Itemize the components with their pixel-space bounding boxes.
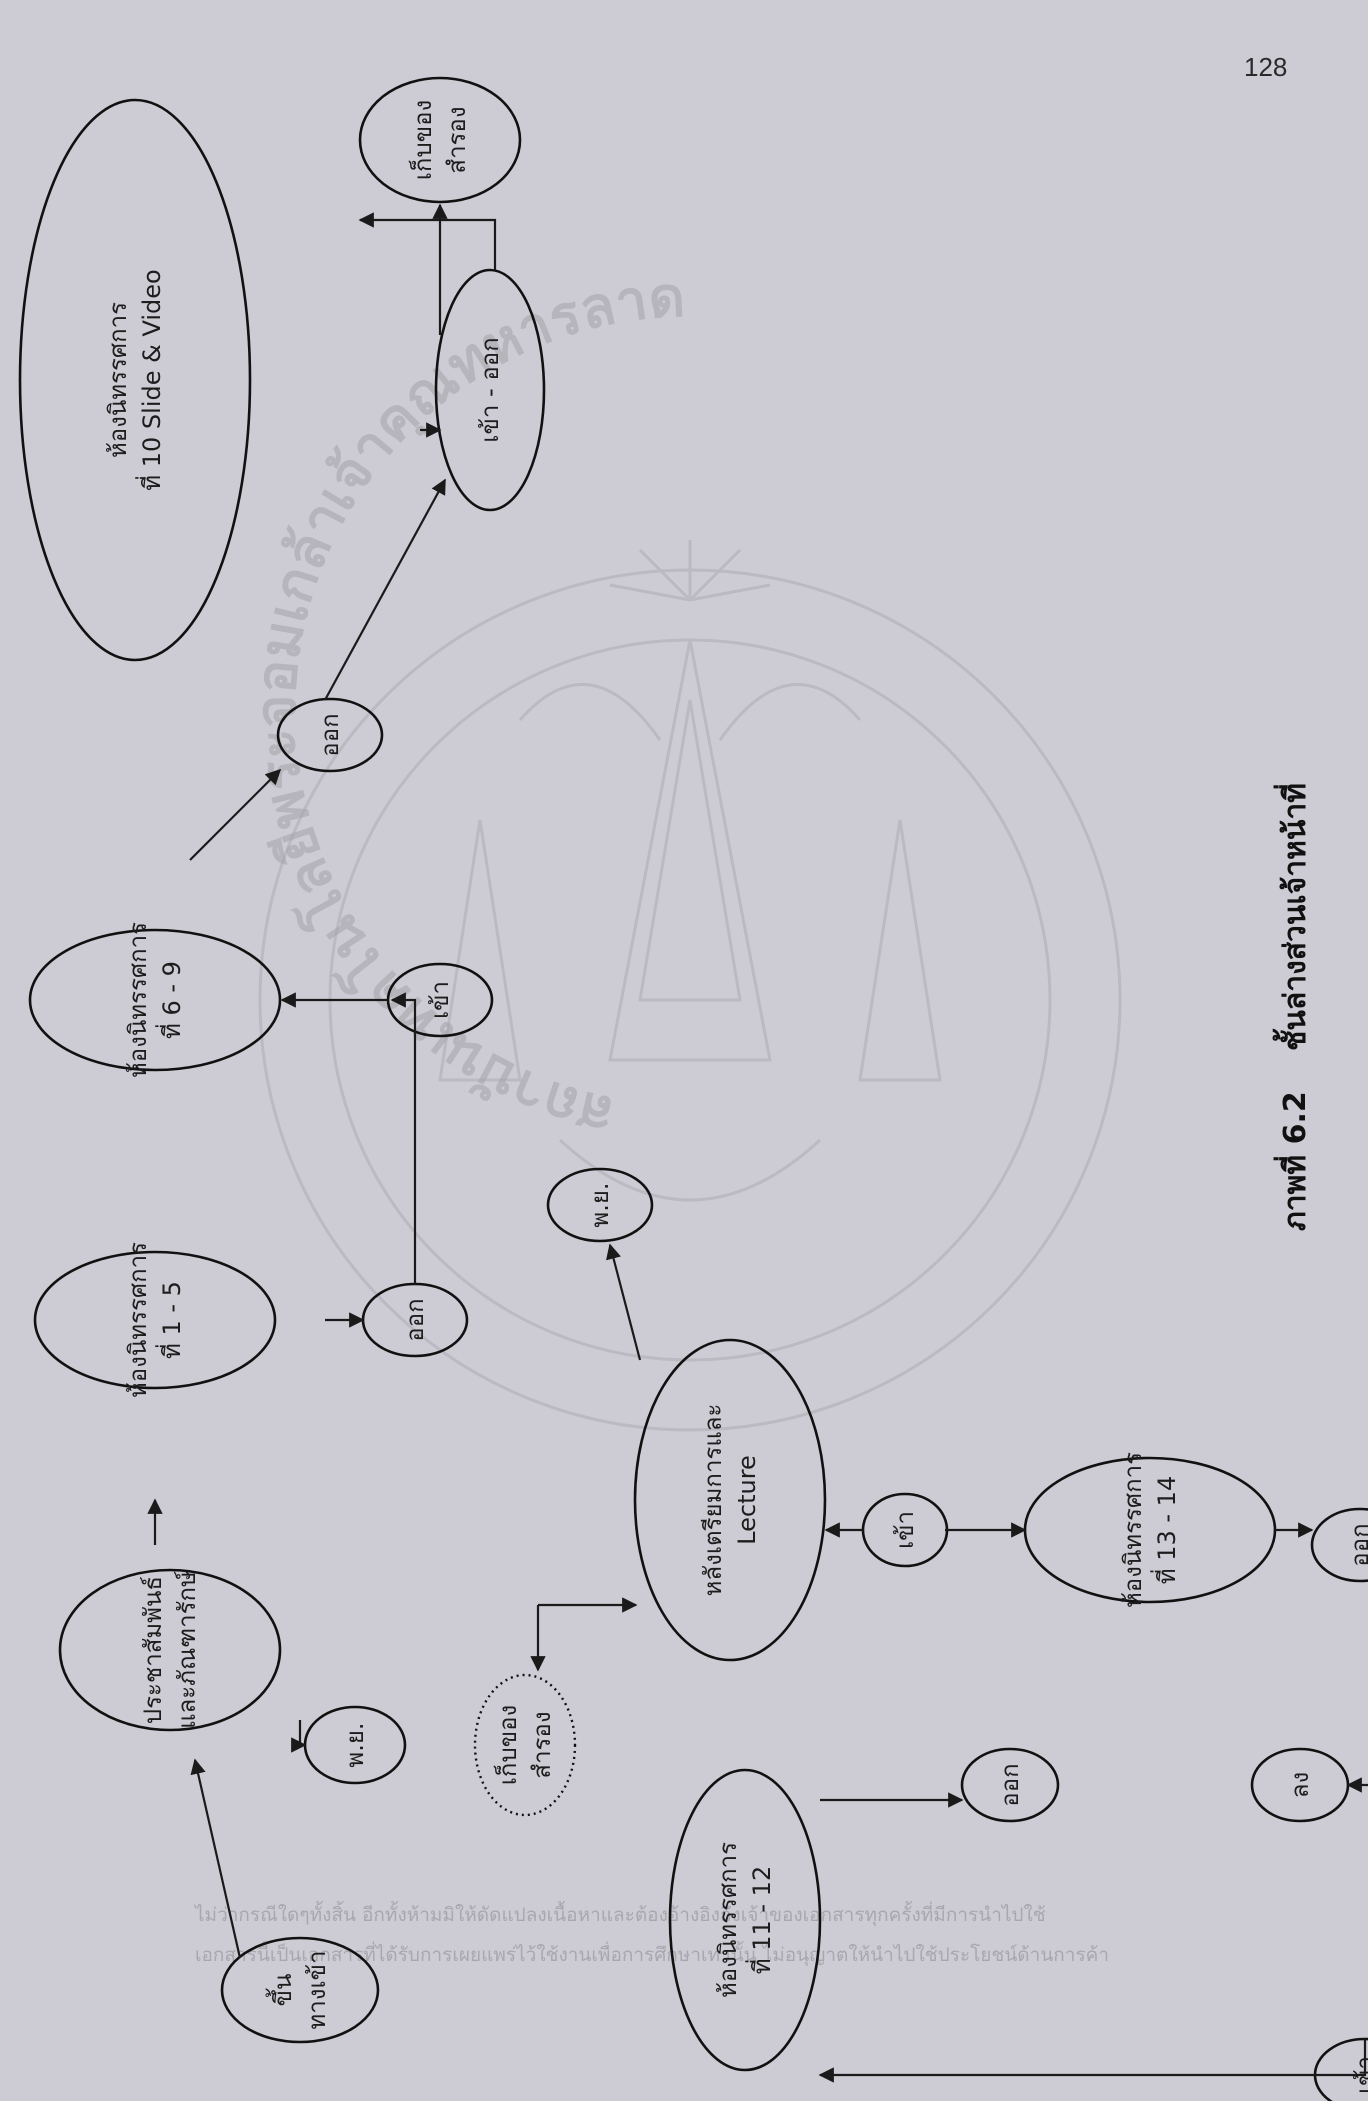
node-label-pr-museum-1: และภัณฑารักษ์ [173,1571,201,1729]
edge-gallery-6-9-to-exit-2 [189,768,282,861]
node-gallery-13-14: ห้องนิทรรศการที่ 13 - 14 [1023,1452,1277,1608]
node-label-gallery-6-9-0: ห้องนิทรรศการ [124,922,152,1078]
node-exit-4: ออก [960,1747,1060,1823]
edge-up-entrance-to-pr [190,1758,242,1959]
node-guard-2: พ.ย. [546,1167,654,1243]
node-shape-gallery-11-12 [668,1768,822,2072]
node-shape-gallery-6-9 [28,928,282,1072]
seal-text: สถาบันเทคโนโลยีพระจอมเกล้าเจ้าคุณทหารลาด… [0,265,687,2101]
edge-exit-1-to-enter-1 [390,992,417,1284]
node-shape-gallery-10 [18,98,252,662]
node-exit-2: ออก [276,697,384,773]
node-label-exit-3-0: ออก [1346,1523,1368,1566]
node-label-gallery-13-14-1: ที่ 13 - 14 [1150,1476,1181,1584]
node-enter-1: เข้า [386,962,494,1038]
node-label-storage-1-1: สำรอง [443,106,471,173]
node-shape-pr-museum [58,1568,282,1732]
node-gallery-10: ห้องนิทรรศการที่ 10 Slide & Video [18,98,252,662]
node-label-enter-2-0: เข้า [891,1511,919,1549]
node-shape-exit-2 [276,697,384,773]
node-label-exit-4-0: ออก [996,1763,1024,1806]
node-in-out: เข้า - ออก [434,268,546,512]
node-shape-guard-2 [546,1167,654,1243]
node-enter-2: เข้า [861,1492,949,1568]
node-label-gallery-10-0: ห้องนิทรรศการ [104,302,132,458]
node-label-gallery-11-12-0: ห้องนิทรรศการ [714,1842,742,1998]
node-up-entrance: ขึ้นทางเข้า [220,1936,380,2044]
node-exit-1: ออก [361,1282,469,1358]
node-label-in-out-0: เข้า - ออก [476,337,504,442]
node-label-up-entrance-0: ขึ้น [265,1974,297,2007]
edge-pr-to-guard-1 [291,1720,307,1753]
sun-rays-icon [609,540,771,602]
node-label-pr-museum-0: ประชาสัมพันธ์ [139,1576,167,1724]
node-storage-1: เก็บของสำรอง [358,76,522,204]
node-enter-3: เข้า [1313,2037,1368,2101]
node-gallery-11-12: ห้องนิทรรศการที่ 11 - 12 [668,1768,822,2072]
node-label-gallery-6-9-1: ที่ 6 - 9 [155,961,186,1039]
watermark-line-2: ไม่ว่ากรณีใดๆทั้งสิ้น อีกทั้งห้ามมิให้ดั… [193,1901,1046,1927]
node-label-gallery-1-5-0: ห้องนิทรรศการ [124,1242,152,1398]
node-guard-1: พ.ย. [303,1705,407,1785]
node-shape-storage-1 [358,76,522,204]
node-shape-exit-3 [1310,1507,1368,1583]
node-label-storage-2-1: สำรอง [528,1711,556,1778]
node-shape-gallery-13-14 [1023,1456,1277,1604]
edge-prep-to-guard-2 [606,1243,642,1361]
node-label-down-0: ลง [1286,1772,1314,1798]
node-label-prep-lecture-1: Lecture [733,1455,761,1545]
node-exit-3: ออก [1310,1507,1368,1583]
edge-exit-2-to-in-out [324,478,446,701]
node-storage-2: เก็บของสำรอง [473,1673,577,1817]
node-label-gallery-13-14-0: ห้องนิทรรศการ [1119,1452,1147,1608]
node-shape-up-entrance [220,1936,380,2044]
node-down: ลง [1250,1747,1350,1823]
node-label-exit-1-0: ออก [401,1298,429,1341]
node-label-exit-2-0: ออก [316,713,344,756]
edge-in-out-to-gallery-10 [358,212,497,270]
node-label-up-entrance-1: ทางเข้า [303,1950,331,2029]
node-pr-museum: ประชาสัมพันธ์และภัณฑารักษ์ [58,1568,282,1732]
node-label-gallery-11-12-1: ที่ 11 - 12 [745,1866,776,1974]
watermark-line-1: เอกสารนี้เป็นเอกสารที่ได้รับการเผยแพร่ไว… [195,1941,1109,1967]
node-shape-prep-lecture [633,1338,827,1662]
node-label-guard-1-0: พ.ย. [341,1722,369,1767]
node-label-gallery-1-5-1: ที่ 1 - 5 [155,1281,186,1359]
node-gallery-1-5: ห้องนิทรรศการที่ 1 - 5 [33,1242,277,1398]
node-shape-gallery-1-5 [33,1250,277,1390]
figure-caption-title: ชั้นล่างส่วนเจ้าหน้าที่ [1272,783,1313,1051]
node-label-storage-1-0: เก็บของ [408,100,437,181]
node-shape-in-out [434,268,546,512]
node-label-storage-2-0: เก็บของ [493,1705,522,1786]
node-label-enter-1-0: เข้า [426,981,454,1019]
node-label-prep-lecture-0: หลังเตรียมการและ [699,1404,727,1597]
node-shape-storage-2 [473,1673,577,1817]
page-number: 128 [1244,52,1288,82]
figure-caption-label: ภาพที่ 6.2 [1273,1091,1313,1231]
edge-enter-3-to-gallery-11-12 [818,2039,1367,2083]
node-gallery-6-9: ห้องนิทรรศการที่ 6 - 9 [28,922,282,1078]
node-shape-exit-4 [960,1747,1060,1823]
node-label-gallery-10-1: ที่ 10 Slide & Video [135,269,166,490]
node-label-guard-2-0: พ.ย. [586,1182,614,1227]
